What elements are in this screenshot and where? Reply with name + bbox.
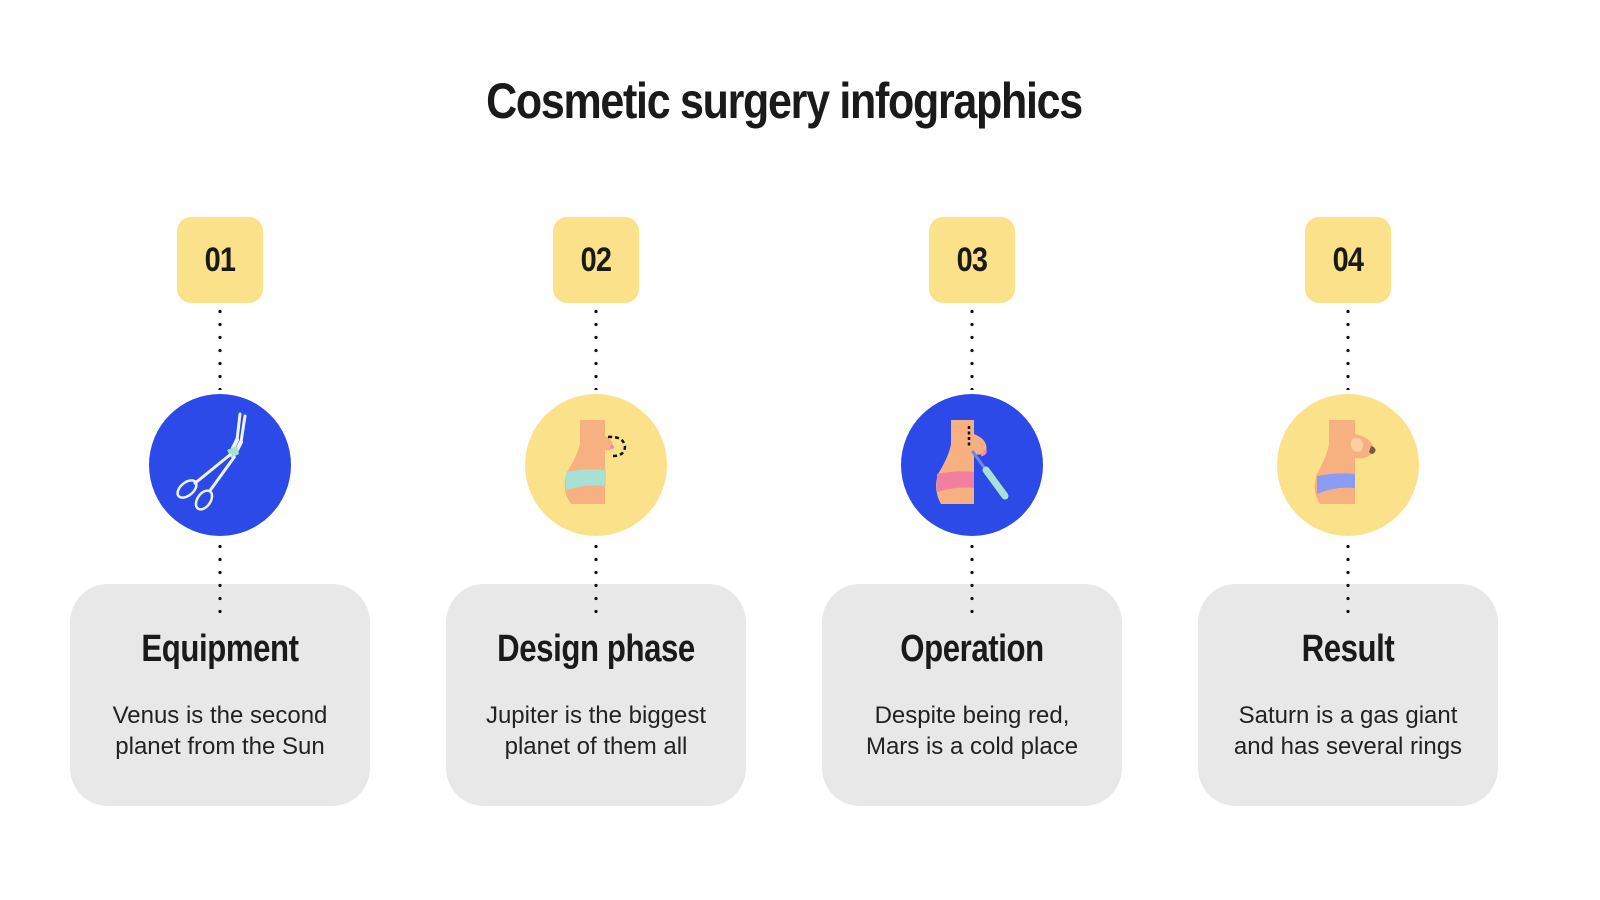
step-card: Design phase Jupiter is the biggest plan… bbox=[446, 584, 746, 806]
description-line: and has several rings bbox=[1233, 733, 1463, 760]
icon-circle bbox=[901, 394, 1043, 536]
step-description: Venus is the second planet from the Sun bbox=[70, 700, 370, 762]
description-line: Jupiter is the biggest bbox=[485, 702, 707, 729]
icon-circle bbox=[1277, 394, 1419, 536]
dotted-connector bbox=[1346, 305, 1350, 390]
step-operation: 03 Operation Despite being red, Mars is … bbox=[822, 0, 1122, 900]
step-card: Equipment Venus is the second planet fro… bbox=[70, 584, 370, 806]
description-line: Saturn is a gas giant bbox=[1238, 702, 1458, 729]
step-card: Operation Despite being red, Mars is a c… bbox=[822, 584, 1122, 806]
dotted-connector bbox=[594, 305, 598, 390]
surgical-scissors-icon bbox=[176, 412, 247, 511]
description-line: planet of them all bbox=[504, 733, 688, 760]
step-number: 02 bbox=[580, 240, 612, 279]
step-number-badge: 02 bbox=[553, 217, 639, 303]
dotted-connector bbox=[594, 540, 598, 620]
step-description: Jupiter is the biggest planet of them al… bbox=[446, 700, 746, 762]
dotted-connector bbox=[218, 540, 222, 620]
step-number: 01 bbox=[204, 240, 236, 279]
description-line: planet from the Sun bbox=[115, 733, 325, 760]
step-title: Design phase bbox=[497, 628, 695, 670]
dotted-connector bbox=[970, 305, 974, 390]
description-line: Despite being red, bbox=[874, 702, 1070, 729]
step-title: Result bbox=[1301, 628, 1395, 670]
icon-circle bbox=[149, 394, 291, 536]
scalpel-incision-icon bbox=[936, 420, 1009, 504]
breast-result-icon bbox=[1314, 420, 1376, 504]
step-description: Despite being red, Mars is a cold place bbox=[822, 700, 1122, 762]
description-line: Mars is a cold place bbox=[865, 733, 1079, 760]
step-number: 03 bbox=[956, 240, 988, 279]
breast-design-outline-icon bbox=[564, 420, 627, 504]
step-result: 04 Result Saturn is a gas giant and has … bbox=[1198, 0, 1498, 900]
step-description: Saturn is a gas giant and has several ri… bbox=[1198, 700, 1498, 762]
dotted-connector bbox=[970, 540, 974, 620]
step-equipment: 01 Equipment Venus is the second planet … bbox=[70, 0, 370, 900]
step-number: 04 bbox=[1332, 240, 1364, 279]
dotted-connector bbox=[218, 305, 222, 390]
step-number-badge: 01 bbox=[177, 217, 263, 303]
step-card: Result Saturn is a gas giant and has sev… bbox=[1198, 584, 1498, 806]
description-line: Venus is the second bbox=[112, 702, 328, 729]
page-title: Cosmetic surgery infographics bbox=[486, 73, 1083, 129]
step-title: Equipment bbox=[141, 628, 299, 670]
step-number-badge: 03 bbox=[929, 217, 1015, 303]
dotted-connector bbox=[1346, 540, 1350, 620]
icon-circle bbox=[525, 394, 667, 536]
step-design-phase: 02 Design phase Jupiter is the biggest p… bbox=[446, 0, 746, 900]
step-title: Operation bbox=[900, 628, 1044, 670]
step-number-badge: 04 bbox=[1305, 217, 1391, 303]
